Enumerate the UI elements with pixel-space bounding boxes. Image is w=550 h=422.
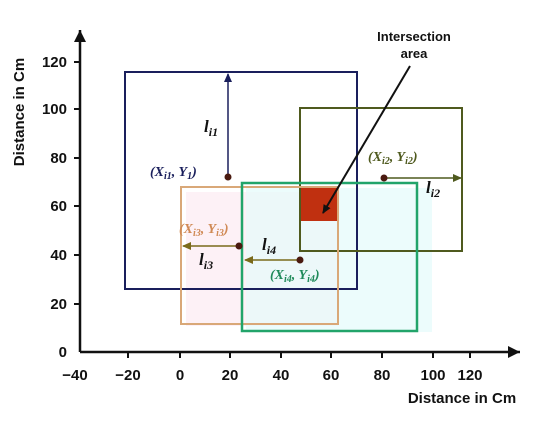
y-tick-label: 120 (42, 54, 67, 71)
y-tick-label: 40 (50, 247, 67, 264)
x-tick-label: 60 (323, 367, 340, 384)
x-tick-label: 100 (420, 367, 445, 384)
y-tick-label: 100 (42, 101, 67, 118)
rect4 (240, 181, 419, 333)
label-li4: li4 (262, 235, 276, 257)
x-axis-title: Distance in Cm (408, 390, 516, 407)
x-tick-marks (127, 352, 471, 358)
y-tick-marks (74, 61, 80, 305)
x-tick-label: 0 (176, 367, 184, 384)
label-li1: li1 (204, 117, 218, 139)
intersection-pointer-arrow (322, 65, 411, 214)
intersection-annotation-line1: Intersection (377, 29, 451, 44)
x-tick-label: 20 (222, 367, 239, 384)
coord-label-1: (Xi1, Y1) (150, 165, 197, 182)
x-tick-label: −40 (62, 367, 87, 384)
coord-label-3: (Xi3, Yi3) (179, 222, 229, 239)
center-point-1 (224, 173, 232, 181)
label-li2: li2 (426, 178, 440, 200)
y-tick-label: 80 (50, 150, 67, 167)
y-tick-label: 60 (50, 198, 67, 215)
rect2 (299, 107, 463, 252)
y-tick-label: 20 (50, 296, 67, 313)
y-axis-title: Distance in Cm (11, 58, 28, 166)
intersection-area (300, 187, 339, 221)
center-point-4 (296, 256, 304, 264)
x-tick-label: 120 (457, 367, 482, 384)
rect3 (180, 186, 339, 325)
center-point-2 (380, 174, 388, 182)
x-tick-label: −20 (115, 367, 140, 384)
label-li3: li3 (199, 250, 213, 272)
y-tick-label: 0 (59, 344, 67, 361)
coord-label-2: (Xi2, Yi2) (368, 150, 418, 167)
coord-label-4: (Xi4, Yi4) (270, 268, 320, 285)
x-tick-label: 80 (374, 367, 391, 384)
intersection-annotation-line2: area (401, 46, 429, 61)
x-tick-label: 40 (273, 367, 290, 384)
center-point-3 (235, 242, 243, 250)
